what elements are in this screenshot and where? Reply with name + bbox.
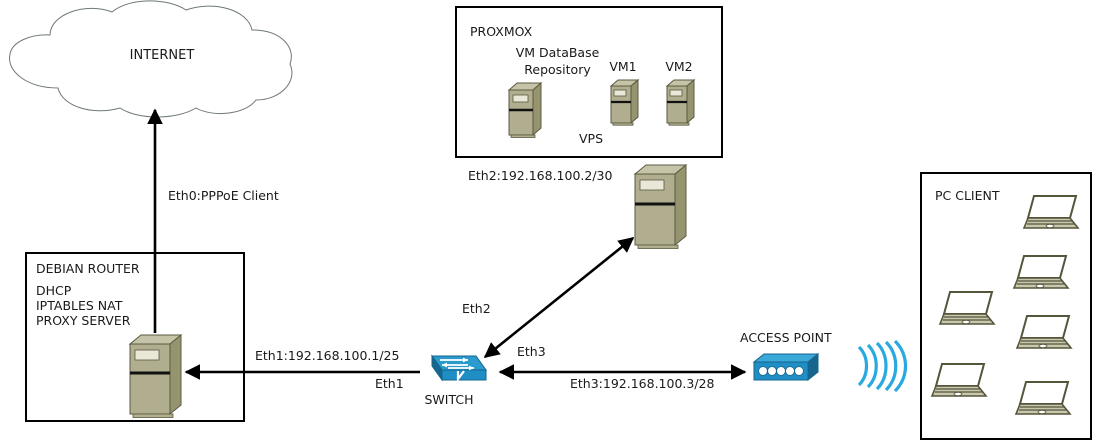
link-label-eth3-address: Eth3:192.168.100.3/28 (570, 376, 715, 391)
laptop-icon (1014, 378, 1074, 426)
pc-client-title: PC CLIENT (935, 188, 1000, 203)
zone-proxmox (455, 6, 723, 158)
laptop-icon (1012, 252, 1072, 300)
switch-label: SWITCH (424, 392, 474, 407)
debian-router-title: DEBIAN ROUTER (36, 261, 140, 276)
link-label-eth3-port: Eth3 (517, 344, 546, 359)
access-point-label: ACCESS POINT (740, 330, 832, 345)
laptop-icon (938, 288, 998, 336)
link-label-eth2-port: Eth2 (462, 301, 491, 316)
server-icon-debian-router (125, 330, 187, 424)
debian-router-service-proxy-server: PROXY SERVER (36, 313, 131, 328)
server-icon-vm-database-repository (505, 80, 545, 142)
vm2-label: VM2 (665, 59, 693, 74)
internet-label: INTERNET (129, 48, 195, 63)
vm1-label: VM1 (609, 59, 637, 74)
vps-label: VPS (578, 131, 604, 146)
debian-router-service-iptables-nat: IPTABLES NAT (36, 298, 123, 313)
laptop-icon (930, 360, 990, 408)
wifi-signal-icon (853, 337, 911, 399)
vm-db-repo-label-line2: Repository (524, 62, 591, 77)
server-icon-eth2-host (630, 160, 692, 256)
link-eth2-switch-to-server (483, 236, 635, 359)
link-label-eth2-address: Eth2:192.168.100.2/30 (468, 168, 613, 183)
link-label-eth1-port: Eth1 (375, 376, 404, 391)
access-point-icon (746, 350, 822, 394)
laptop-icon (1015, 312, 1075, 360)
debian-router-service-dhcp: DHCP (36, 283, 72, 298)
link-label-eth1-address: Eth1:192.168.100.1/25 (255, 348, 400, 363)
zone-pc-client (920, 172, 1092, 440)
laptop-icon (1022, 192, 1082, 240)
zone-debian-router (25, 252, 245, 422)
internet-cloud-icon (9, 0, 293, 118)
server-icon-vm2 (664, 78, 698, 130)
vm-db-repo-label-line1: VM DataBase (515, 45, 600, 60)
server-icon-vm1 (608, 78, 642, 130)
switch-icon (418, 348, 490, 394)
link-label-eth0: Eth0:PPPoE Client (168, 188, 279, 203)
proxmox-title: PROXMOX (470, 24, 533, 39)
